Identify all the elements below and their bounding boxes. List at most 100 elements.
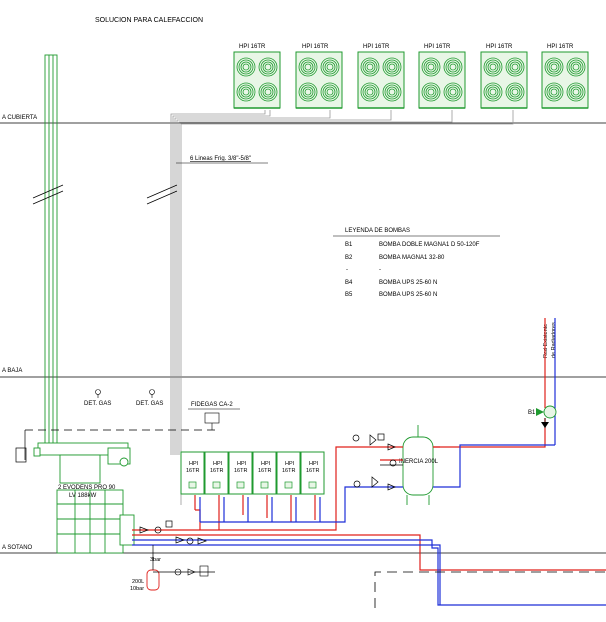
sensor-icon	[377, 433, 385, 441]
legend-title: LEYENDA DE BOMBAS	[345, 228, 410, 234]
roof-level-label: A CUBIERTA	[2, 115, 37, 121]
legend-code: -	[346, 267, 348, 273]
heat-pump-label: HPI 16TR	[486, 44, 513, 50]
inertia-tank	[402, 425, 434, 505]
expansion-vessel-label-line1: 200L	[132, 579, 144, 585]
indoor-unit-label: 16TR	[186, 468, 199, 474]
basement-level-label: A SOTANO	[2, 545, 33, 551]
pump-b1-icon	[543, 405, 557, 419]
pump-b2-icon	[352, 434, 360, 442]
legend-desc: -	[379, 267, 381, 273]
pump-b1: B1	[528, 405, 557, 428]
diagram-title: SOLUCION PARA CALEFACCION	[95, 17, 203, 24]
indoor-unit-label: 16TR	[258, 468, 271, 474]
pressure-label: 3bar	[150, 557, 161, 563]
roof-heat-pump-icon	[233, 51, 281, 109]
fidegas-panel-icon	[204, 412, 220, 424]
indoor-unit-labels: HPI 16TR HPI 16TR HPI 16TR HPI 16TR HPI …	[186, 461, 319, 474]
roof-heat-pump-icon	[541, 51, 589, 109]
valve-icon	[139, 526, 149, 534]
pipe-break-marks	[32, 184, 178, 205]
refrigerant-line-bundle	[170, 110, 514, 505]
boiler-circuit-valves	[139, 520, 207, 545]
gas-meter-icon	[15, 447, 27, 463]
indoor-unit-label: HPI	[237, 461, 247, 467]
roof-heat-pump-icon	[480, 51, 528, 109]
legend-desc: BOMBA MAGNA1 32-80	[379, 255, 445, 261]
indoor-unit-label: HPI	[309, 461, 319, 467]
pump-b1-check-valve-icon	[541, 422, 549, 428]
legend-code: B5	[345, 292, 353, 298]
sensor-icon	[389, 459, 397, 467]
pump-legend: LEYENDA DE BOMBAS B1 BOMBA DOBLE MAGNA1 …	[333, 228, 500, 298]
hydraulic-return-pipes	[132, 360, 606, 606]
legend-desc: BOMBA UPS 25-60 N	[379, 292, 437, 298]
pressure-gauge-icon	[174, 568, 182, 576]
expansion-vessel-icon	[146, 569, 160, 591]
indoor-unit-label: HPI	[285, 461, 295, 467]
indoor-unit-icon	[180, 451, 205, 495]
valve-icon	[371, 476, 379, 488]
gas-detector: DET. GAS	[136, 389, 163, 407]
pump-icon	[154, 526, 162, 534]
indoor-unit-icon	[276, 451, 301, 495]
heat-pump-label: HPI 16TR	[424, 44, 451, 50]
indoor-unit-label: HPI	[261, 461, 271, 467]
indoor-unit-icon	[228, 451, 253, 495]
roof-heat-pump-icon	[357, 51, 405, 109]
valve-icon	[197, 537, 207, 545]
legend-code: B4	[345, 280, 353, 286]
gas-detector-icon	[149, 389, 155, 395]
valve-icon	[387, 483, 396, 491]
roof-heat-pump-row	[233, 51, 589, 109]
gas-detector: DET. GAS	[84, 389, 111, 407]
gas-detector-icon	[95, 389, 101, 395]
valve-icon	[369, 434, 377, 446]
heat-pump-label: HPI 16TR	[302, 44, 329, 50]
legend-code: B2	[345, 255, 353, 261]
roof-heat-pump-icon	[295, 51, 343, 109]
boiler-unit	[33, 442, 135, 554]
indoor-unit-icon	[300, 451, 325, 495]
indoor-unit-icon	[204, 451, 229, 495]
pump-icon	[186, 537, 194, 545]
legend-desc: BOMBA UPS 25-60 N	[379, 280, 437, 286]
meter-icon	[199, 565, 209, 577]
valve-icon	[387, 443, 396, 451]
fidegas-label: FIDEGAS CA-2	[191, 402, 233, 408]
gas-detector-label: DET. GAS	[136, 401, 163, 407]
pump-b1-label: B1	[528, 410, 536, 416]
indoor-unit-row	[180, 451, 325, 495]
radiator-network-label-line2: de Radiadores	[551, 322, 557, 358]
heat-pump-label: HPI 16TR	[363, 44, 390, 50]
expansion-vessel-label-line2: 10bar	[130, 586, 144, 592]
legend-desc: BOMBA DOBLE MAGNA1 D 50-120F	[379, 242, 480, 248]
radiator-network-label-line1: Red Existente	[543, 324, 549, 358]
ground-level-label: A BAJA	[2, 368, 22, 374]
indoor-unit-label: 16TR	[234, 468, 247, 474]
indoor-unit-label: 16TR	[306, 468, 319, 474]
valve-icon	[187, 568, 196, 576]
pump-icon	[353, 480, 361, 488]
indoor-unit-label: HPI	[189, 461, 199, 467]
indoor-unit-icon	[252, 451, 277, 495]
expansion-vessel	[146, 545, 215, 591]
heat-pump-label: HPI 16TR	[239, 44, 266, 50]
boiler-label-line1: 2 EVODENS PRO 90	[58, 485, 116, 491]
heat-pump-label: HPI 16TR	[547, 44, 574, 50]
refrigerant-lines-label: 6 Lineas Frig. 3/8"-5/8"	[190, 156, 251, 162]
indoor-unit-label: 16TR	[210, 468, 223, 474]
existing-network-dashed-outline	[374, 571, 606, 608]
heat-pump-labels: HPI 16TR HPI 16TR HPI 16TR HPI 16TR HPI …	[239, 44, 574, 50]
indoor-unit-label: 16TR	[282, 468, 295, 474]
indoor-unit-label: HPI	[213, 461, 223, 467]
boiler-flue-pipe	[44, 54, 58, 446]
sensor-icon	[165, 520, 173, 528]
valve-icon	[175, 536, 185, 544]
roof-heat-pump-icon	[418, 51, 466, 109]
tank-supply-valve-group	[352, 433, 397, 491]
pump-b1-valve-icon	[536, 408, 544, 416]
legend-code: B1	[345, 242, 353, 248]
inertia-tank-label: INERCIA 200L	[399, 459, 439, 465]
